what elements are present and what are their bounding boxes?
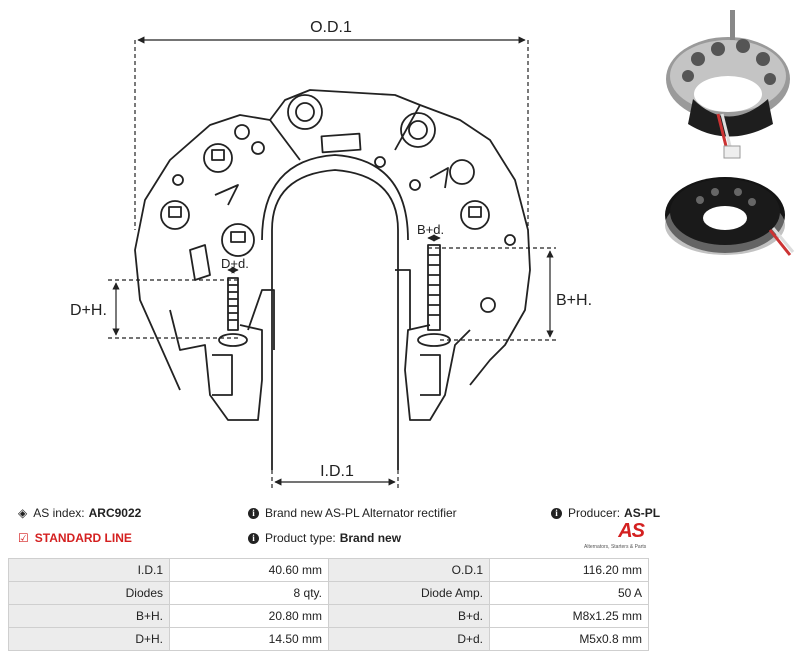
producer: i Producer: AS-PL — [551, 506, 660, 520]
spec-value: 14.50 mm — [169, 627, 329, 651]
as-pl-logo: AS Alternators, Starters & Parts — [584, 520, 647, 550]
check-square-icon: ☑ — [18, 531, 29, 545]
tags-icon: ◈ — [18, 506, 28, 520]
as-index-value: ARC9022 — [88, 506, 142, 520]
product-photo-bottom — [665, 177, 795, 256]
spec-key: Diodes — [8, 581, 170, 605]
spec-key: B+H. — [8, 604, 170, 628]
table-row: I.D.1 40.60 mm O.D.1 116.20 mm — [8, 558, 649, 582]
producer-value: AS-PL — [624, 506, 661, 520]
od-label: O.D.1 — [310, 19, 352, 36]
bh-label: B+H. — [556, 292, 592, 309]
brand-new-note: i Brand new AS-PL Alternator rectifier — [248, 506, 457, 520]
product-type-value: Brand new — [339, 531, 402, 545]
rectifier-drawing: O.D.1 I.D.1 D+H. B+H. D+d. B+d. — [70, 19, 592, 488]
spec-value: 20.80 mm — [169, 604, 329, 628]
info-icon: i — [248, 507, 259, 519]
bd-label: B+d. — [417, 222, 444, 237]
spec-value: 40.60 mm — [169, 558, 329, 582]
info-icon: i — [551, 507, 562, 519]
product-type: i Product type: Brand new — [248, 531, 401, 545]
spec-key: Diode Amp. — [328, 581, 490, 605]
id-label: I.D.1 — [320, 463, 354, 480]
standard-line: ☑ STANDARD LINE — [18, 531, 132, 545]
table-row: Diodes 8 qty. Diode Amp. 50 A — [8, 581, 649, 605]
specs-table: I.D.1 40.60 mm O.D.1 116.20 mm Diodes 8 … — [8, 558, 649, 651]
rectifier-body — [134, 89, 531, 391]
table-row: D+H. 14.50 mm D+d. M5x0.8 mm — [8, 627, 649, 651]
spec-key: B+d. — [328, 604, 490, 628]
table-row: B+H. 20.80 mm B+d. M8x1.25 mm — [8, 604, 649, 628]
spec-value: M5x0.8 mm — [489, 627, 649, 651]
spec-key: O.D.1 — [328, 558, 490, 582]
spec-value: 116.20 mm — [489, 558, 649, 582]
spec-key: D+H. — [8, 627, 170, 651]
dd-label: D+d. — [221, 256, 249, 271]
info-icon: i — [248, 532, 259, 544]
spec-value: 8 qty. — [169, 581, 329, 605]
spec-value: M8x1.25 mm — [489, 604, 649, 628]
rectifier-bore — [271, 169, 399, 470]
spec-key: D+d. — [328, 627, 490, 651]
spec-key: I.D.1 — [8, 558, 170, 582]
product-photo-top — [666, 10, 790, 159]
spec-value: 50 A — [489, 581, 649, 605]
as-index: ◈ AS index: ARC9022 — [18, 506, 142, 520]
dh-label: D+H. — [70, 302, 107, 319]
